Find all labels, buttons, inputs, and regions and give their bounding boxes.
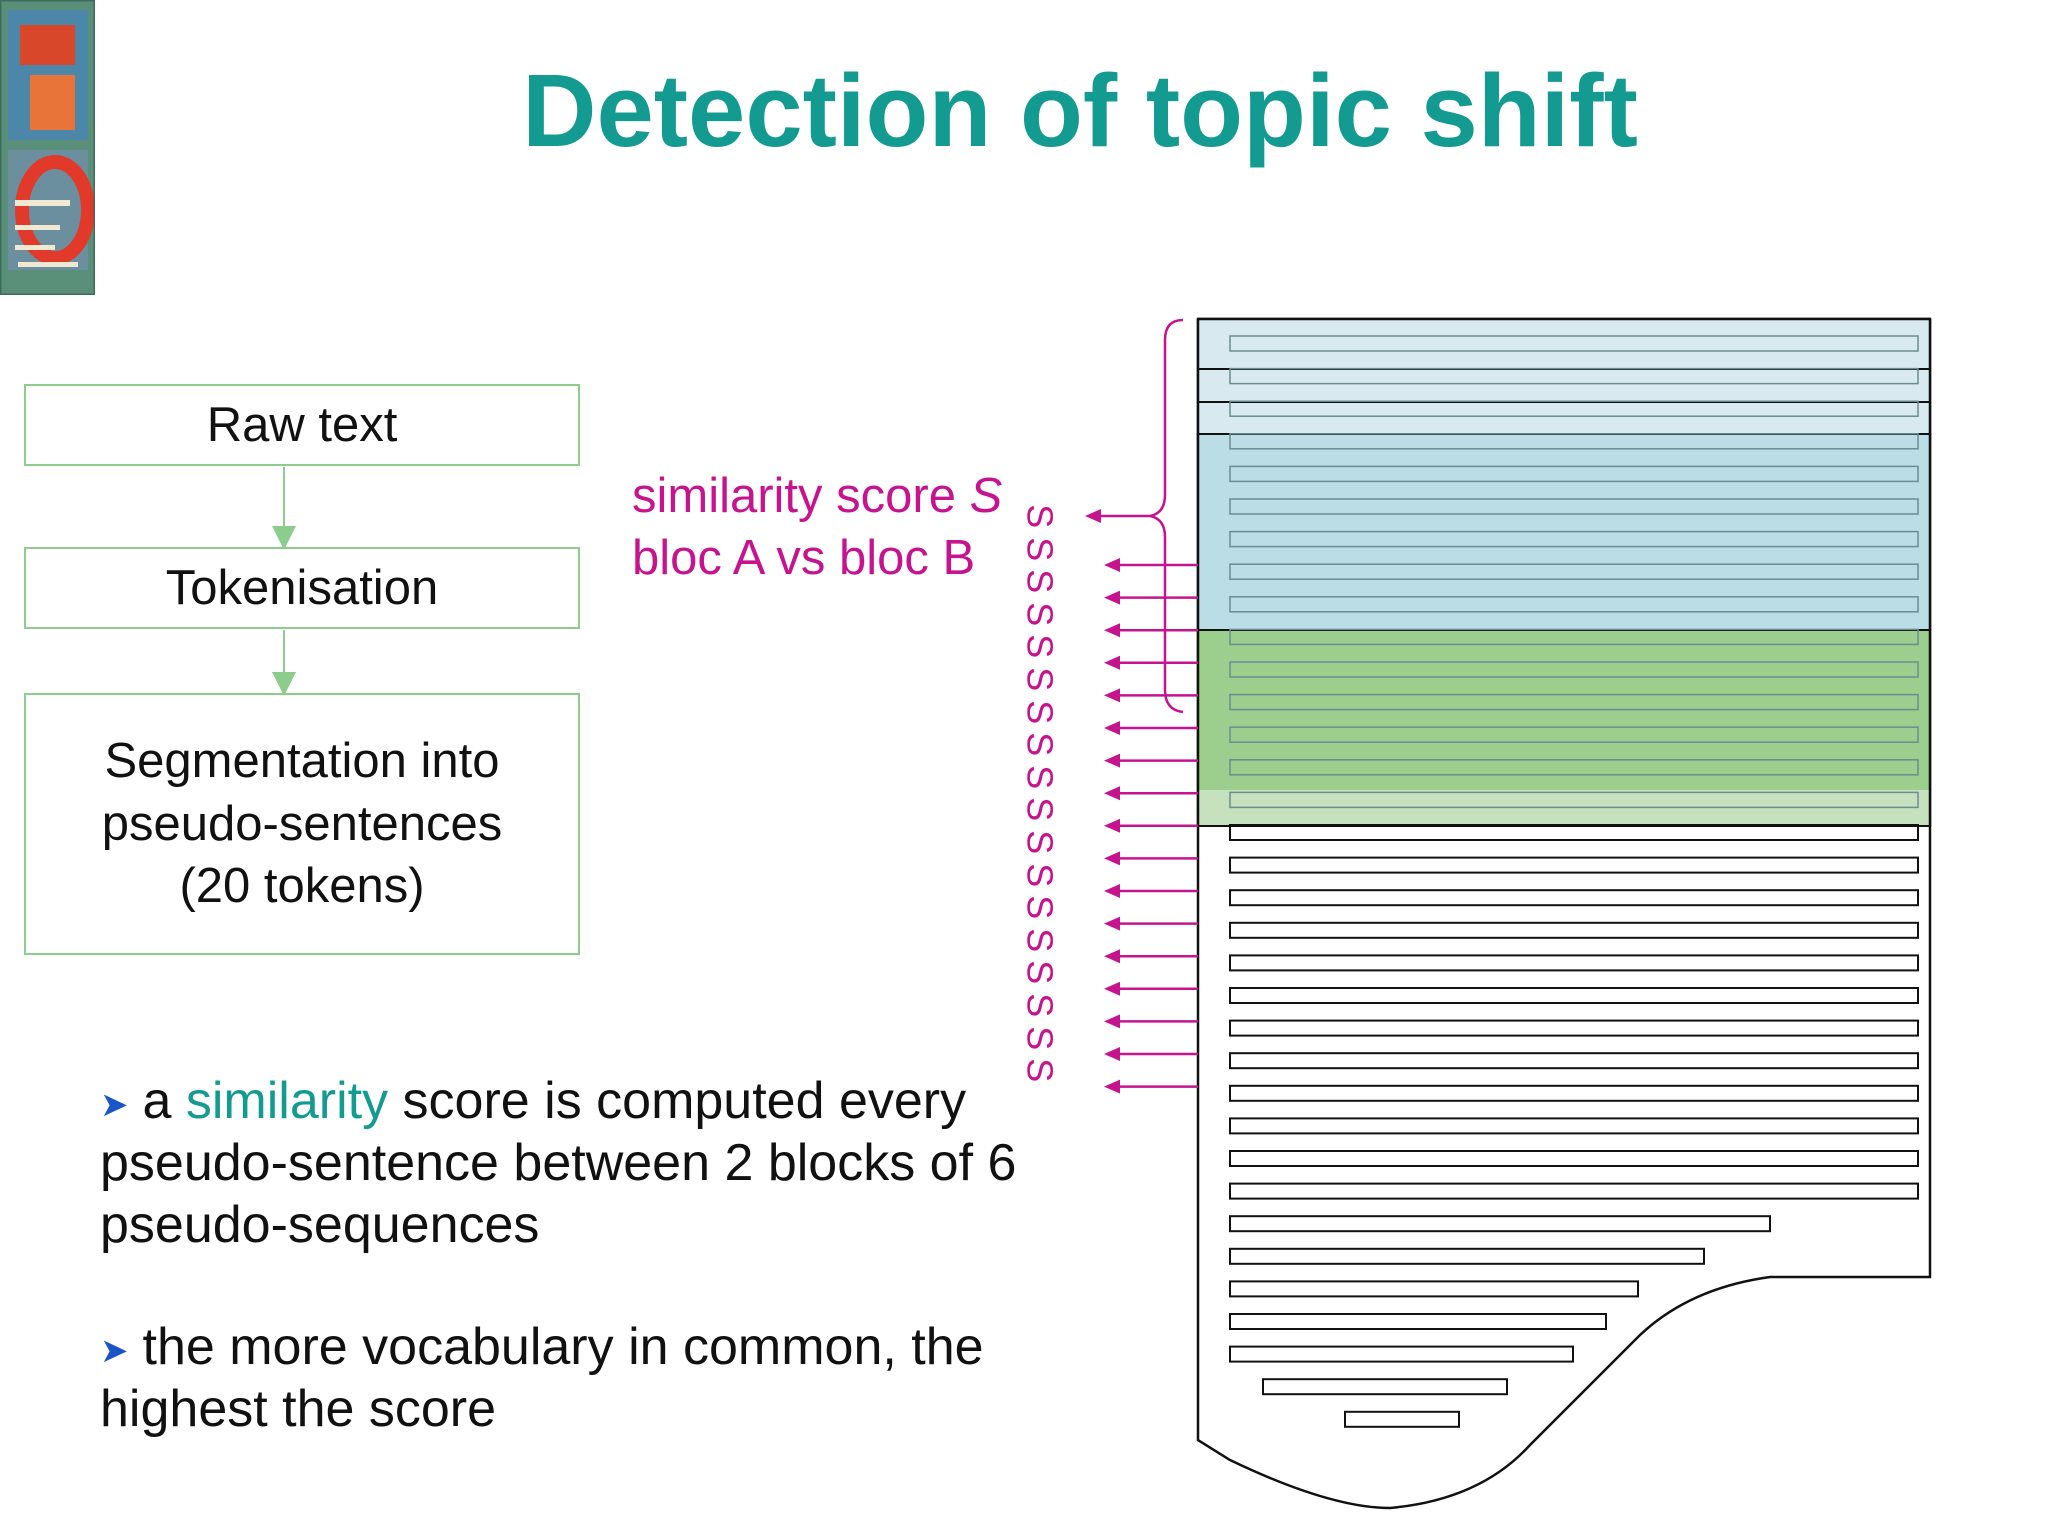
chevron-right-icon: ➤ bbox=[100, 1332, 129, 1370]
similarity-arrow-head bbox=[1104, 884, 1120, 898]
similarity-arrow-head bbox=[1104, 1047, 1120, 1061]
bloc-brace bbox=[1150, 320, 1183, 712]
similarity-arrow-head bbox=[1104, 591, 1120, 605]
similarity-arrow-head bbox=[1104, 558, 1120, 572]
bullet-1-highlight: similarity bbox=[186, 1072, 388, 1130]
similarity-arrow-head bbox=[1104, 754, 1120, 768]
similarity-label-symbol: S bbox=[970, 469, 1003, 523]
similarity-arrow-head bbox=[1104, 949, 1120, 963]
bullet-2-text: the more vocabulary in common, the highe… bbox=[100, 1318, 984, 1438]
similarity-label-prefix: similarity score bbox=[632, 469, 970, 523]
similarity-arrow-head bbox=[1104, 786, 1120, 800]
similarity-arrow-head bbox=[1104, 851, 1120, 865]
brace-arrow-head bbox=[1085, 509, 1101, 523]
similarity-arrow-head bbox=[1104, 917, 1120, 931]
bullet-2: ➤the more vocabulary in common, the high… bbox=[100, 1316, 1060, 1440]
similarity-arrow-head bbox=[1104, 656, 1120, 670]
similarity-arrow-head bbox=[1104, 688, 1120, 702]
similarity-arrows bbox=[1104, 558, 1198, 1094]
chevron-right-icon: ➤ bbox=[100, 1086, 129, 1124]
similarity-arrow-head bbox=[1104, 1014, 1120, 1028]
bullet-1: ➤a similarity score is computed every ps… bbox=[100, 1070, 1060, 1256]
bullet-1-part-1: a bbox=[143, 1072, 186, 1130]
similarity-arrow-head bbox=[1104, 819, 1120, 833]
similarity-arrow-head bbox=[1104, 982, 1120, 996]
bloc-comparison-label: bloc A vs bloc B bbox=[632, 530, 975, 586]
similarity-arrow-head bbox=[1104, 1080, 1120, 1094]
similarity-arrow-head bbox=[1104, 721, 1120, 735]
similarity-label: similarity score S bbox=[632, 468, 1002, 524]
similarity-arrow-head bbox=[1104, 623, 1120, 637]
